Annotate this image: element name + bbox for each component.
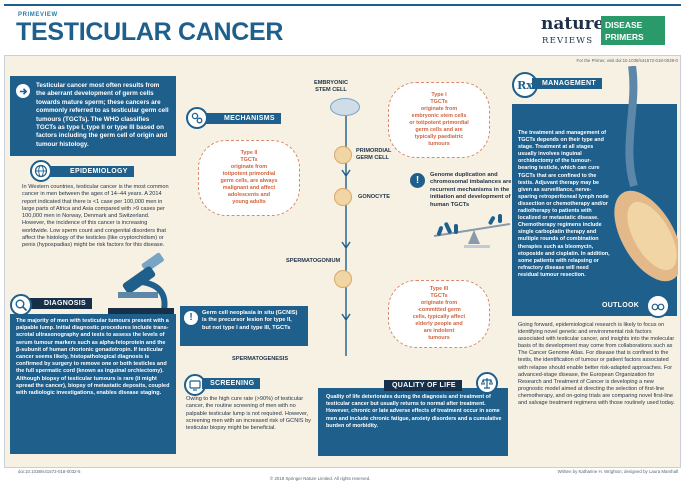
gonocyte-cell-shape: [334, 188, 352, 206]
testis-illustration: [614, 66, 678, 282]
gcnis-exclamation-icon: !: [184, 311, 198, 325]
type-3-bubble: Type III TGCTs originate from -committed…: [388, 280, 490, 348]
epidemiology-label: EPIDEMIOLOGY: [50, 166, 134, 177]
brand-nature-wordmark: nature: [541, 14, 605, 34]
top-rule: [4, 4, 681, 6]
lineage-arrow-line: [341, 104, 351, 356]
footer-doi[interactable]: doi:10.1038/s41572-018-0032-5: [18, 469, 81, 474]
quality-text: Quality of life deteriorates during the …: [326, 394, 502, 429]
spermatogonium-cell-shape: [334, 270, 352, 288]
chromosome-seesaw-illustration: [433, 214, 511, 248]
gears-icon: [186, 107, 208, 129]
primer-doi-note[interactable]: For the Primer, visit doi:10.1038/s41572…: [576, 58, 678, 63]
screening-label: SCREENING: [202, 378, 261, 389]
gcnis-callout: ! Germ cell neoplasia in situ (GCNIS) is…: [180, 306, 308, 346]
stage-primordial-germ-cell: PRIMORDIAL GERM CELL: [356, 148, 416, 162]
magnifier-icon: [10, 294, 32, 316]
screening-monitor-icon: [184, 374, 206, 396]
footer-copyright: © 2018 Springer Nature Limited. All righ…: [270, 476, 371, 481]
mechanisms-label: MECHANISMS: [204, 113, 281, 124]
intro-panel: Testicular cancer most often results fro…: [10, 76, 176, 156]
brand-line-1: DISEASE: [605, 20, 643, 30]
brand-line-2: PRIMERS: [605, 32, 644, 42]
type-2-text: Type II TGCTs originate from totipotent …: [220, 150, 278, 205]
primordial-cell-shape: [334, 146, 352, 164]
diagnosis-panel: [10, 314, 176, 454]
diagnosis-label: DIAGNOSIS: [26, 298, 92, 309]
microscope-illustration: [108, 252, 174, 314]
screening-text: Owing to the high cure rate (>90%) of te…: [186, 396, 311, 432]
footer-credit: Written by Katharine H. Wrighton; design…: [557, 469, 678, 474]
rx-icon-text: Rx: [517, 78, 533, 92]
outlook-text: Going forward, epidemiological research …: [518, 322, 675, 407]
page-title: TESTICULAR CANCER: [16, 18, 284, 46]
management-label: MANAGEMENT: [532, 78, 602, 89]
stage-primordial-text: PRIMORDIAL GERM CELL: [356, 148, 392, 161]
brand-reviews-wordmark: REVIEWS: [542, 36, 594, 46]
stage-spermatogonium: SPERMATOGONIUM: [286, 258, 341, 264]
embryonic-cell-shape: [330, 98, 360, 116]
type-3-text: Type III TGCTs originate from -committed…: [412, 286, 466, 341]
genome-duplication-note: Genome duplication and chromosomal imbal…: [430, 172, 512, 208]
binoculars-icon: [646, 294, 670, 318]
type-1-bubble: Type I TGCTs originate from embryonic st…: [388, 82, 490, 158]
intro-text: Testicular cancer most often results fro…: [36, 82, 169, 148]
stage-embryonic-text: EMBRYONIC STEM CELL: [314, 80, 348, 93]
outlook-label: OUTLOOK: [592, 300, 646, 311]
exclamation-icon: !: [410, 173, 425, 188]
stage-embryonic-stem-cell: EMBRYONIC STEM CELL: [300, 80, 362, 94]
type-2-bubble: Type II TGCTs originate from totipotent …: [198, 140, 300, 216]
stage-spermatogenesis: SPERMATOGENESIS: [232, 356, 289, 362]
scales-icon: [476, 372, 498, 394]
quality-label: QUALITY OF LIFE: [384, 380, 462, 391]
brand-logo[interactable]: nature REVIEWS DISEASE PRIMERS: [541, 14, 666, 48]
brand-disease-primers: DISEASE PRIMERS: [601, 16, 665, 45]
stage-gonocyte: GONOCYTE: [358, 194, 391, 200]
globe-icon: [30, 160, 52, 182]
kicker-label: PRIMEVIEW: [18, 12, 58, 18]
gcnis-text: Germ cell neoplasia in situ (GCNIS) is t…: [202, 310, 298, 331]
management-text: The treatment and management of TGCTs de…: [518, 130, 610, 278]
arrow-right-icon: [16, 84, 30, 98]
type-1-text: Type I TGCTs originate from embryonic st…: [409, 92, 469, 147]
diagnosis-text: The majority of men with testicular tumo…: [16, 318, 170, 397]
epidemiology-text: In Western countries, testicular cancer …: [22, 184, 169, 249]
quality-panel: [318, 388, 508, 456]
